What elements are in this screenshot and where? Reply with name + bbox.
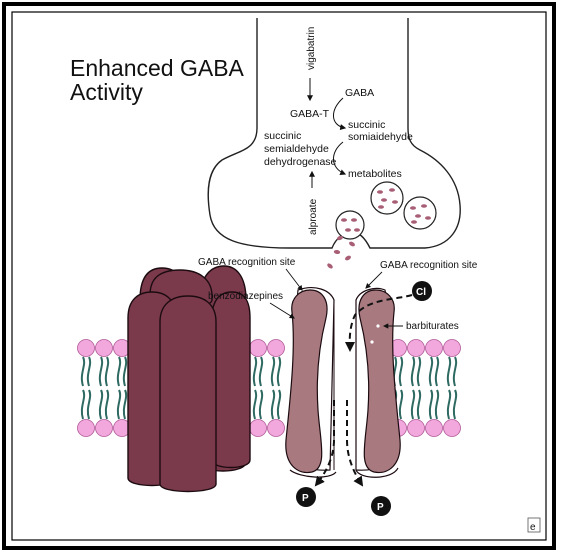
gaba-label: GABA	[345, 87, 374, 99]
lipid-head	[407, 419, 425, 437]
flow-arrow-left	[314, 400, 335, 487]
lipid-tail	[98, 356, 104, 387]
vesicle-1	[370, 181, 404, 215]
lipid-tail	[434, 356, 440, 387]
lipid-tail	[276, 389, 282, 420]
lipid-tail	[276, 356, 282, 387]
lipid-tail	[122, 389, 128, 420]
svg-text:P: P	[302, 493, 309, 504]
gaba-t-label: GABA-T	[290, 108, 330, 120]
chloride-ion-badge: Cl	[412, 281, 432, 301]
lipid-tail	[104, 356, 110, 387]
lipid-head	[249, 419, 267, 437]
lipid-tail	[80, 356, 86, 387]
lipid-tail	[116, 356, 122, 387]
lipid-tail	[398, 356, 404, 387]
svg-text:Cl: Cl	[416, 287, 426, 298]
receptor-side-view	[127, 265, 251, 493]
lipid-tail	[446, 356, 452, 387]
vesicle-3	[335, 210, 365, 240]
lipid-tail	[270, 356, 276, 387]
lipid-head	[443, 339, 461, 357]
receptor-cross-section	[285, 287, 401, 478]
svg-text:P: P	[377, 502, 384, 513]
lipid-head	[425, 339, 443, 357]
lipid-tail	[252, 389, 258, 420]
inner-frame	[11, 11, 547, 541]
lipid-tail	[98, 389, 104, 420]
lipid-head	[77, 339, 95, 357]
lipid-head	[267, 339, 285, 357]
lipid-tail	[258, 356, 264, 387]
lipid-tail	[252, 356, 258, 387]
barbiturate-site-dot	[370, 340, 374, 344]
ssa-label-2: somiaidehyde	[348, 131, 413, 143]
gaba-site-left-leader	[285, 268, 303, 291]
lipid-tail	[258, 389, 264, 420]
lipid-tail	[270, 389, 276, 420]
lipid-head	[407, 339, 425, 357]
lipid-head	[77, 419, 95, 437]
chloride-flow-arrow	[344, 294, 413, 352]
ssadh-label-1: succinic	[264, 130, 301, 142]
lipid-tail	[416, 389, 422, 420]
lipid-tail	[122, 356, 128, 387]
valproate-label: alproate	[308, 198, 319, 235]
lipid-tail	[416, 356, 422, 387]
title-line-1: Enhanced GABA	[70, 55, 245, 81]
flow-arrow-right	[346, 400, 364, 487]
lipid-tail	[410, 356, 416, 387]
lipid-head	[95, 339, 113, 357]
gaba-site-right-leader	[365, 271, 383, 289]
ssa-to-metabolites-arrow	[333, 141, 347, 175]
title-line-2: Activity	[70, 79, 143, 105]
lipid-head	[425, 419, 443, 437]
lipid-tail	[428, 389, 434, 420]
lipid-tail	[452, 389, 458, 420]
ssa-label-1: succinic	[348, 119, 385, 131]
corner-logo	[527, 517, 541, 533]
lipid-tail	[116, 389, 122, 420]
lipid-tail	[428, 356, 434, 387]
lipid-tail	[80, 389, 86, 420]
vesicle-2	[403, 196, 437, 230]
lipid-head	[443, 419, 461, 437]
gaba-site-left-label: GABA recognition site	[198, 257, 296, 268]
lipid-head	[95, 419, 113, 437]
metabolites-label: metabolites	[348, 168, 402, 180]
ssadh-label-3: dehydrogenase	[264, 156, 337, 168]
corner-logo-text: e	[530, 522, 536, 533]
lipid-tail	[104, 389, 110, 420]
benzodiazepines-leader	[269, 302, 295, 319]
phosphate-badge-left: P	[296, 487, 316, 507]
gaba-to-ssa-arrow	[333, 97, 347, 130]
lipid-head	[249, 339, 267, 357]
ssadh-label-2: semialdehyde	[264, 143, 329, 155]
gaba-site-right-label: GABA recognition site	[380, 260, 478, 271]
benzodiazepines-label: benzodiazepines	[208, 291, 283, 302]
lipid-tail	[86, 389, 92, 420]
barbiturates-label: barbiturates	[406, 321, 459, 332]
phosphate-badge-right: P	[371, 496, 391, 516]
vigabatrin-label: vigabatrin	[306, 27, 317, 70]
lipid-tail	[410, 389, 416, 420]
lipid-tail	[452, 356, 458, 387]
lipid-tail	[86, 356, 92, 387]
lipid-head	[267, 419, 285, 437]
lipid-tail	[434, 389, 440, 420]
lipid-tail	[446, 389, 452, 420]
lipid-tail	[398, 389, 404, 420]
barbiturate-site-dot	[376, 324, 380, 328]
